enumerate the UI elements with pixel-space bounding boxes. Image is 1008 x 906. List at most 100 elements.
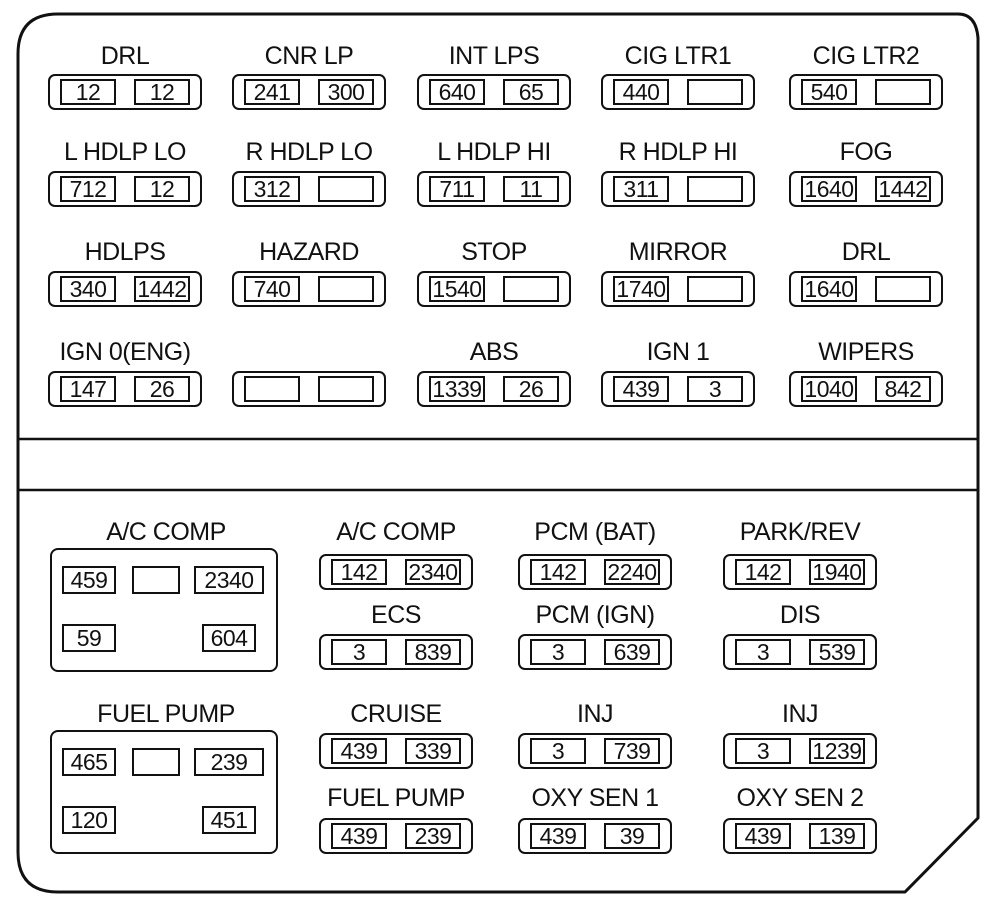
relay-block: 459 2340 59 604 bbox=[50, 548, 278, 672]
fuse-label: L HDLP HI bbox=[437, 138, 551, 166]
fuse-slot: 3 bbox=[687, 376, 743, 402]
fuse-slot: 142 bbox=[530, 559, 586, 585]
fuse-holder: 311 bbox=[601, 171, 755, 207]
fuse-label: CIG LTR2 bbox=[812, 42, 920, 70]
fuse-slot: 311 bbox=[613, 176, 669, 202]
fuse-label: OXY SEN 2 bbox=[736, 784, 864, 812]
fuse-label: IGN 1 bbox=[646, 338, 710, 366]
relay-slot: 120 bbox=[62, 806, 116, 834]
fuse-holder: 1740 bbox=[601, 271, 755, 307]
fuse-label: PARK/REV bbox=[739, 518, 861, 546]
fuse-label: STOP bbox=[461, 238, 527, 266]
fuse-label: ECS bbox=[371, 601, 421, 629]
relay-slot bbox=[132, 748, 180, 776]
fuse-holder: 439 3 bbox=[601, 371, 755, 407]
fuse-slot bbox=[875, 79, 931, 105]
fuse-slot: 339 bbox=[405, 738, 461, 764]
relay-slot: 451 bbox=[202, 806, 256, 834]
fuse-slot: 2240 bbox=[604, 559, 660, 585]
fuse-slot: 300 bbox=[318, 79, 374, 105]
fuse-slot: 2340 bbox=[405, 559, 461, 585]
fuse-holder: 740 bbox=[232, 271, 386, 307]
fuse-slot: 139 bbox=[809, 823, 865, 849]
fuse-slot: 839 bbox=[405, 639, 461, 665]
fuse-slot bbox=[687, 79, 743, 105]
fuse-holder: 147 26 bbox=[48, 371, 202, 407]
fuse-label: FUEL PUMP bbox=[327, 784, 465, 812]
fuse-slot: 3 bbox=[530, 639, 586, 665]
relay-slot: 2340 bbox=[194, 566, 264, 594]
fuse-label: DIS bbox=[779, 601, 821, 629]
fuse-slot: 65 bbox=[503, 79, 559, 105]
fuse-slot bbox=[687, 176, 743, 202]
fuse-slot: 1540 bbox=[429, 276, 485, 302]
relay-slot bbox=[132, 566, 180, 594]
fuse-label: L HDLP LO bbox=[64, 138, 186, 166]
fuse-slot: 439 bbox=[613, 376, 669, 402]
fuse-slot: 147 bbox=[60, 376, 116, 402]
fuse-label: PCM (IGN) bbox=[535, 601, 655, 629]
fuse-label: A/C COMP bbox=[336, 518, 456, 546]
fuse-slot bbox=[318, 376, 374, 402]
fuse-label: INJ bbox=[782, 700, 819, 728]
fuse-slot: 640 bbox=[429, 79, 485, 105]
fuse-slot: 39 bbox=[604, 823, 660, 849]
fuse-slot: 12 bbox=[134, 176, 190, 202]
fuse-holder: 439 339 bbox=[319, 733, 473, 769]
fuse-slot bbox=[687, 276, 743, 302]
fuse-holder: 3 1239 bbox=[723, 733, 877, 769]
fuse-label: WIPERS bbox=[818, 338, 914, 366]
fuse-holder: 640 65 bbox=[417, 74, 571, 110]
relay-slot: 604 bbox=[202, 624, 256, 652]
fuse-label: INT LPS bbox=[448, 42, 540, 70]
fuse-slot: 739 bbox=[604, 738, 660, 764]
fuse-holder: 439 39 bbox=[518, 818, 672, 854]
fuse-label: CRUISE bbox=[350, 700, 442, 728]
fuse-slot: 3 bbox=[735, 639, 791, 665]
fuse-slot: 540 bbox=[801, 79, 857, 105]
fuse-label: DRL bbox=[100, 42, 150, 70]
fuse-holder bbox=[232, 371, 386, 407]
fuse-slot bbox=[318, 276, 374, 302]
fuse-slot: 12 bbox=[134, 79, 190, 105]
fuse-label: IGN 0(ENG) bbox=[59, 338, 191, 366]
fuse-slot: 1740 bbox=[613, 276, 669, 302]
relay-slot: 459 bbox=[62, 566, 116, 594]
fuse-slot: 1640 bbox=[801, 276, 857, 302]
panel-border bbox=[16, 12, 980, 894]
fuse-slot: 1239 bbox=[809, 738, 865, 764]
fuse-holder: 340 1442 bbox=[48, 271, 202, 307]
fuse-holder: 1540 bbox=[417, 271, 571, 307]
relay-label: A/C COMP bbox=[106, 518, 226, 546]
fuse-slot bbox=[875, 276, 931, 302]
fuse-slot: 340 bbox=[60, 276, 116, 302]
fuse-slot: 440 bbox=[613, 79, 669, 105]
relay-slot: 59 bbox=[62, 624, 116, 652]
fuse-slot: 1442 bbox=[134, 276, 190, 302]
fuse-slot: 439 bbox=[530, 823, 586, 849]
fuse-holder: 440 bbox=[601, 74, 755, 110]
fuse-slot: 26 bbox=[503, 376, 559, 402]
fuse-holder: 312 bbox=[232, 171, 386, 207]
fuse-slot bbox=[318, 176, 374, 202]
fuse-slot: 1442 bbox=[875, 176, 931, 202]
fuse-label: ABS bbox=[469, 338, 519, 366]
fuse-slot: 3 bbox=[735, 738, 791, 764]
fuse-slot: 1940 bbox=[809, 559, 865, 585]
fuse-label: INJ bbox=[577, 700, 614, 728]
fuse-slot: 439 bbox=[331, 738, 387, 764]
fuse-label: CIG LTR1 bbox=[624, 42, 732, 70]
fuse-slot: 26 bbox=[134, 376, 190, 402]
fuse-holder: 142 2240 bbox=[518, 554, 672, 590]
